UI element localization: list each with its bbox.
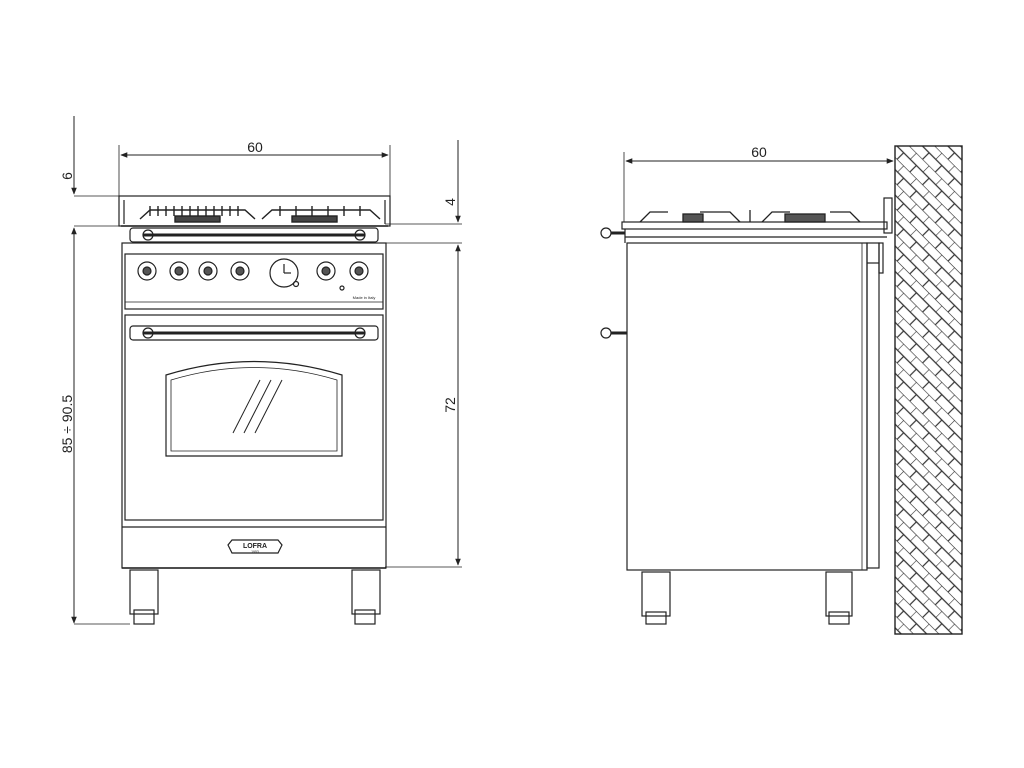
brand-label: LOFRA [243,543,267,550]
right-height-dimension: 4 72 [385,140,462,568]
control-panel: Made in Italy [124,253,384,310]
hob-offset-label: 4 [442,198,458,206]
front-legs [129,569,381,625]
top-offset-label: 6 [59,172,75,180]
total-height-label: 85 ÷ 90.5 [59,395,75,453]
front-body [121,242,387,569]
knob-2 [169,261,189,281]
front-backguard [118,195,391,227]
side-hob-top [621,221,888,230]
knob-1 [137,261,157,281]
side-body [626,242,868,571]
oven-window [165,360,343,457]
brand-badge [227,539,283,554]
wall [894,145,963,635]
clock-icon [269,258,299,288]
side-handles [600,227,627,339]
brand-sub-label: 1953 [251,550,259,554]
knob-4 [230,261,250,281]
front-width-label: 60 [247,139,263,155]
top-handle-rail [129,227,379,243]
rear-bracket [866,242,884,569]
side-legs [641,571,853,625]
storage-drawer: LOFRA 1953 [122,526,386,569]
knob-3 [198,261,218,281]
oven-door-handle [129,325,379,341]
side-width-label: 60 [751,144,767,160]
knob-5 [316,261,336,281]
side-burners [639,210,861,223]
side-width-dimension: 60 [623,144,896,222]
side-view: 60 [600,144,963,635]
knob-6 [349,261,369,281]
burner-grates [139,206,381,223]
body-height-label: 72 [442,397,458,413]
front-width-dimension: 60 [118,139,391,196]
front-view: 60 6 85 ÷ 90.5 4 72 [59,116,462,625]
oven-door [124,314,384,521]
top-offset-dimension: 6 85 ÷ 90.5 [59,116,130,625]
made-in-label: Made in Italy [353,295,376,300]
side-backguard [883,197,893,234]
